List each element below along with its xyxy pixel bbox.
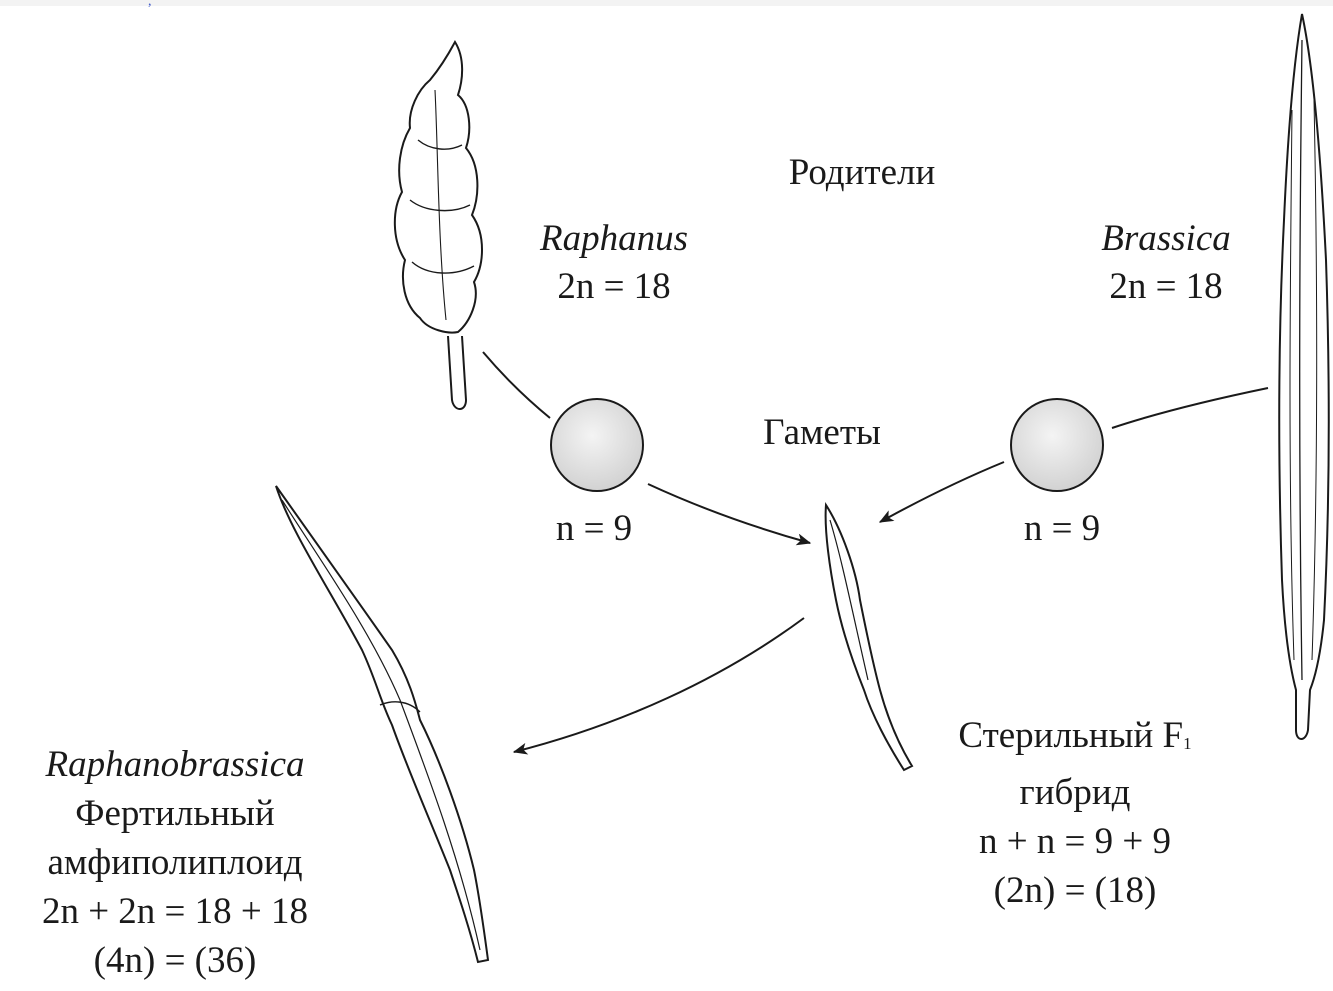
brassica-name: Brassica — [1101, 220, 1231, 257]
hybrid-pod-drawing — [826, 505, 912, 770]
raphanobrassica-line3: 2n + 2n = 18 + 18 — [0, 887, 350, 936]
brassica-pod-drawing — [1279, 14, 1329, 739]
raphanobrassica-caption: Raphanobrassica Фертильный амфиполиплоид… — [0, 740, 350, 985]
arrow-hybrid-to-raphanobrassica — [514, 618, 804, 752]
brassica-to-gamete-line — [1112, 388, 1268, 428]
raphanobrassica-line4: (4n) = (36) — [0, 936, 350, 985]
raphanobrassica-line1: Фертильный — [0, 789, 350, 838]
hybrid-caption: Стерильный F1 гибрид n + n = 9 + 9 (2n) … — [920, 711, 1230, 915]
brassica-gamete-cell — [1011, 399, 1103, 491]
raphanus-gamete-formula: n = 9 — [556, 510, 632, 547]
brassica-gamete-formula: n = 9 — [1024, 510, 1100, 547]
parents-label: Родители — [789, 154, 936, 191]
hybrid-line3: n + n = 9 + 9 — [920, 817, 1230, 866]
arrow-raphanus-gamete-to-hybrid — [648, 484, 810, 543]
raphanobrassica-line2: амфиполиплоид — [0, 838, 350, 887]
gametes-label: Гаметы — [763, 414, 881, 451]
raphanus-gamete-cell — [551, 399, 643, 491]
hybrid-line4: (2n) = (18) — [920, 866, 1230, 915]
hybrid-line1: Стерильный F1 — [920, 711, 1230, 768]
brassica-formula: 2n = 18 — [1109, 268, 1222, 305]
raphanobrassica-name: Raphanobrassica — [0, 740, 350, 789]
raphanus-to-gamete-line — [483, 352, 550, 418]
raphanus-pod-drawing — [395, 42, 482, 409]
hybrid-subscript: 1 — [1183, 734, 1192, 753]
hybrid-line2: гибрид — [920, 768, 1230, 817]
raphanus-formula: 2n = 18 — [557, 268, 670, 305]
raphanus-name: Raphanus — [540, 220, 688, 257]
arrow-brassica-gamete-to-hybrid — [880, 462, 1004, 522]
